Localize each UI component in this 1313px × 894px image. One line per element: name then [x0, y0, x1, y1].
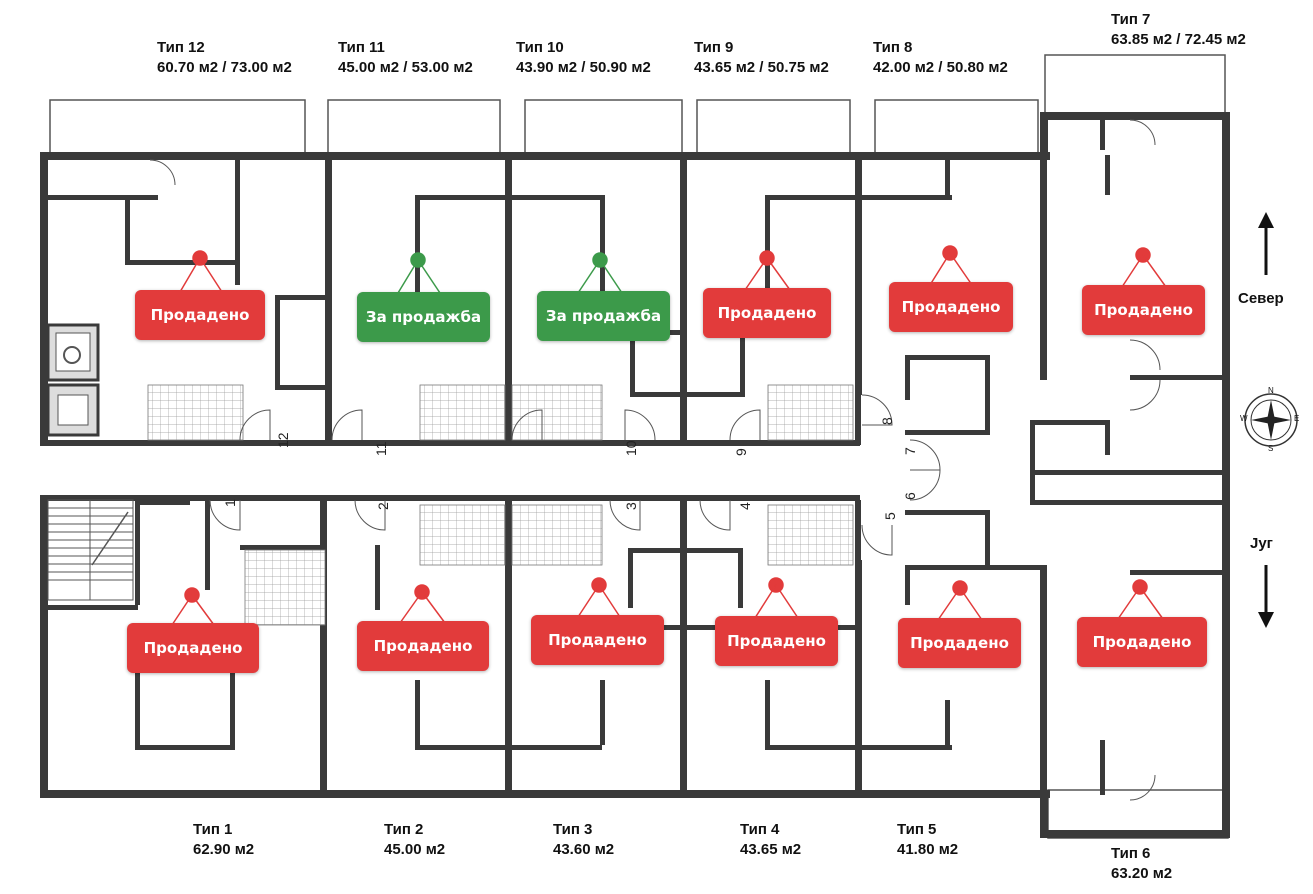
unit-8-area: 42.00 м2 / 50.80 м2 — [873, 59, 1008, 76]
unit-8-status-badge[interactable]: Продадено — [889, 282, 1013, 332]
unit-6-area: 63.20 м2 — [1111, 865, 1173, 882]
unit-10-label: Тип 10 43.90 м2 / 50.90 м2 — [516, 38, 651, 78]
unit-12-label: Тип 12 60.70 м2 / 73.00 м2 — [157, 38, 292, 78]
unit-11-area: 45.00 м2 / 53.00 м2 — [338, 59, 473, 76]
unit-4-status-badge[interactable]: Продадено — [715, 616, 838, 666]
unit-5-type: Тип 5 — [897, 821, 937, 838]
svg-text:11: 11 — [373, 441, 389, 456]
compass-n-label: N — [1268, 386, 1274, 395]
wheelchair-icon — [63, 346, 81, 364]
svg-text:12: 12 — [275, 432, 291, 448]
unit-3-status-badge[interactable]: Продадено — [531, 615, 664, 665]
unit-3-area: 43.60 м2 — [553, 841, 615, 858]
svg-text:2: 2 — [375, 502, 391, 510]
unit-9-type: Тип 9 — [694, 39, 734, 56]
unit-6-status-badge[interactable]: Продадено — [1077, 617, 1207, 667]
unit-2-area: 45.00 м2 — [384, 841, 446, 858]
unit-7-status-badge[interactable]: Продадено — [1082, 285, 1205, 335]
unit-8-label: Тип 8 42.00 м2 / 50.80 м2 — [873, 38, 1008, 78]
unit-5-area: 41.80 м2 — [897, 841, 959, 858]
unit-10-type: Тип 10 — [516, 39, 564, 56]
doors — [149, 119, 1161, 801]
corridor-walls — [40, 395, 861, 560]
unit-11-status-badge[interactable]: За продажба — [357, 292, 490, 342]
svg-text:4: 4 — [737, 502, 753, 510]
svg-text:8: 8 — [879, 417, 895, 425]
unit-5-status-badge[interactable]: Продадено — [898, 618, 1021, 668]
unit-2-status-badge[interactable]: Продадено — [357, 621, 489, 671]
svg-text:10: 10 — [623, 440, 639, 456]
compass-s-label: S — [1268, 444, 1274, 453]
compass-rose-icon — [1244, 393, 1298, 447]
unit-12-type: Тип 12 — [157, 39, 205, 56]
compass-e-label: E — [1294, 414, 1300, 423]
svg-text:5: 5 — [882, 512, 898, 520]
svg-text:7: 7 — [902, 447, 918, 455]
svg-text:9: 9 — [733, 448, 749, 456]
status-pins — [171, 245, 1167, 626]
unit-1-status-badge[interactable]: Продадено — [127, 623, 259, 673]
unit-11-label: Тип 11 45.00 м2 / 53.00 м2 — [338, 38, 473, 78]
unit-10-area: 43.90 м2 / 50.90 м2 — [516, 59, 651, 76]
arrow-up-icon — [1258, 212, 1274, 275]
unit-7-label: Тип 7 63.85 м2 / 72.45 м2 — [1111, 10, 1246, 50]
unit-1-area: 62.90 м2 — [193, 841, 255, 858]
svg-text:3: 3 — [623, 502, 639, 510]
unit-numbers: 12 11 10 9 8 7 6 5 4 3 2 1 — [222, 417, 918, 520]
partitions-south — [48, 495, 1225, 795]
unit-5-label: Тип 5 41.80 м2 — [897, 820, 958, 860]
unit-8-type: Тип 8 — [873, 39, 913, 56]
svg-text:6: 6 — [902, 492, 918, 500]
elevator-icon — [46, 323, 100, 437]
unit-3-label: Тип 3 43.60 м2 — [553, 820, 614, 860]
unit-1-type: Тип 1 — [193, 821, 233, 838]
unit-12-area: 60.70 м2 / 73.00 м2 — [157, 59, 292, 76]
unit-9-area: 43.65 м2 / 50.75 м2 — [694, 59, 829, 76]
unit-10-status-badge[interactable]: За продажба — [537, 291, 670, 341]
unit-4-area: 43.65 м2 — [740, 841, 802, 858]
outer-walls — [40, 112, 1230, 838]
unit-4-label: Тип 4 43.65 м2 — [740, 820, 801, 860]
unit-7-area: 63.85 м2 / 72.45 м2 — [1111, 31, 1246, 48]
unit-7-type: Тип 7 — [1111, 11, 1151, 28]
kitchen-floors-north — [147, 384, 854, 441]
compass-w-label: W — [1240, 414, 1248, 423]
svg-text:1: 1 — [222, 499, 238, 507]
unit-2-label: Тип 2 45.00 м2 — [384, 820, 445, 860]
unit-6-label: Тип 6 63.20 м2 — [1111, 844, 1172, 884]
unit-9-label: Тип 9 43.65 м2 / 50.75 м2 — [694, 38, 829, 78]
unit-3-type: Тип 3 — [553, 821, 593, 838]
unit-12-status-badge[interactable]: Продадено — [135, 290, 265, 340]
north-label: Север — [1238, 290, 1284, 307]
unit-6-type: Тип 6 — [1111, 845, 1151, 862]
unit-1-label: Тип 1 62.90 м2 — [193, 820, 254, 860]
south-label: Југ — [1250, 535, 1273, 552]
arrow-down-icon — [1258, 565, 1274, 628]
unit-9-status-badge[interactable]: Продадено — [703, 288, 831, 338]
unit-4-type: Тип 4 — [740, 821, 780, 838]
kitchen-floors-south — [244, 504, 854, 626]
stairs-icon — [47, 499, 134, 601]
unit-11-type: Тип 11 — [338, 39, 385, 56]
partitions-north — [48, 120, 1225, 500]
unit-2-type: Тип 2 — [384, 821, 424, 838]
